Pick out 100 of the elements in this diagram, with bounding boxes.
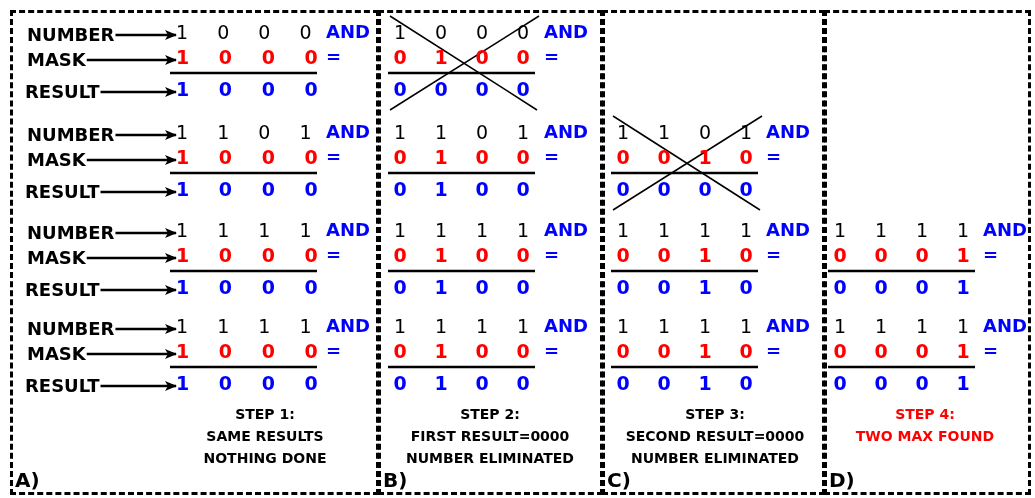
bit-digit: 1 bbox=[433, 218, 449, 242]
and-operator: AND bbox=[544, 20, 588, 44]
bit-digit: 1 bbox=[474, 314, 490, 338]
bit-digit: 1 bbox=[392, 314, 408, 338]
bit-digit: 0 bbox=[474, 339, 490, 363]
panel-letter: B) bbox=[383, 468, 408, 492]
bit-digit: 0 bbox=[914, 275, 930, 299]
step-description: FIRST RESULT=0000 NUMBER ELIMINATED bbox=[405, 427, 575, 468]
bit-digit: 1 bbox=[656, 120, 672, 144]
bit-digit: 0 bbox=[873, 275, 889, 299]
bit-digit: 1 bbox=[697, 314, 713, 338]
bit-digit: 1 bbox=[615, 314, 631, 338]
bit-digit: 1 bbox=[433, 314, 449, 338]
bit-digit: 1 bbox=[433, 243, 449, 267]
bit-digit: 1 bbox=[955, 339, 971, 363]
bit-digit: 0 bbox=[738, 339, 754, 363]
bit-digit: 0 bbox=[615, 275, 631, 299]
arrow bbox=[86, 349, 177, 359]
arrow bbox=[100, 187, 177, 197]
and-operator: AND bbox=[326, 120, 370, 144]
equals-sign: = bbox=[766, 243, 782, 267]
bit-row: 1 0 0 0 bbox=[176, 177, 318, 201]
equals-sign: = bbox=[544, 243, 560, 267]
bit-digit: 0 bbox=[474, 145, 490, 169]
bit-digit: 0 bbox=[392, 45, 408, 69]
bit-digit: 0 bbox=[914, 371, 930, 395]
bit-digit: 1 bbox=[738, 314, 754, 338]
bit-digit: 0 bbox=[392, 339, 408, 363]
bit-digit: 0 bbox=[738, 275, 754, 299]
arrow bbox=[100, 87, 177, 97]
step-panel bbox=[378, 10, 603, 495]
bit-digit: 1 bbox=[392, 120, 408, 144]
bit-digit: 1 bbox=[697, 218, 713, 242]
bit-digit: 1 bbox=[697, 243, 713, 267]
row-label: RESULT bbox=[25, 180, 100, 204]
bit-digit: 1 bbox=[914, 314, 930, 338]
row-label: MASK bbox=[27, 342, 86, 366]
bit-digit: 0 bbox=[656, 275, 672, 299]
and-operator: AND bbox=[983, 314, 1027, 338]
bit-row: 1 0 0 0 bbox=[176, 77, 318, 101]
step-heading: STEP 3: bbox=[685, 405, 745, 424]
bit-digit: 0 bbox=[474, 45, 490, 69]
step-description: SECOND RESULT=0000 NUMBER ELIMINATED bbox=[624, 427, 806, 468]
bit-digit: 0 bbox=[515, 45, 531, 69]
equals-sign: = bbox=[544, 145, 560, 169]
bit-digit: 0 bbox=[832, 371, 848, 395]
arrow bbox=[115, 30, 177, 40]
bit-row: 1 1 0 1 bbox=[176, 120, 312, 144]
bit-digit: 0 bbox=[873, 243, 889, 267]
bit-digit: 1 bbox=[615, 218, 631, 242]
arrow bbox=[86, 155, 177, 165]
step-panel bbox=[10, 10, 379, 495]
bit-digit: 1 bbox=[832, 314, 848, 338]
and-operator: AND bbox=[544, 314, 588, 338]
bit-row: 1 0 0 0 bbox=[176, 20, 312, 44]
bit-digit: 1 bbox=[955, 275, 971, 299]
bit-digit: 0 bbox=[615, 371, 631, 395]
bit-digit: 0 bbox=[392, 145, 408, 169]
step-heading: STEP 2: bbox=[460, 405, 520, 424]
bit-digit: 1 bbox=[697, 145, 713, 169]
bit-digit: 0 bbox=[738, 371, 754, 395]
bit-digit: 0 bbox=[474, 371, 490, 395]
bit-digit: 1 bbox=[697, 339, 713, 363]
bit-digit: 0 bbox=[474, 177, 490, 201]
bit-row: 1 0 0 0 bbox=[176, 145, 318, 169]
bit-digit: 1 bbox=[474, 218, 490, 242]
equals-sign: = bbox=[326, 45, 342, 69]
equals-sign: = bbox=[326, 243, 342, 267]
step-panel bbox=[602, 10, 825, 495]
arrow bbox=[115, 228, 177, 238]
arrow bbox=[86, 253, 177, 263]
row-label: NUMBER bbox=[27, 123, 115, 147]
bit-row: 1 0 0 0 bbox=[176, 275, 318, 299]
equals-sign: = bbox=[766, 145, 782, 169]
bit-digit: 0 bbox=[515, 371, 531, 395]
bit-digit: 1 bbox=[433, 371, 449, 395]
bit-digit: 1 bbox=[697, 275, 713, 299]
bit-digit: 0 bbox=[656, 177, 672, 201]
arrow bbox=[115, 324, 177, 334]
bit-digit: 0 bbox=[515, 177, 531, 201]
bit-digit: 0 bbox=[615, 243, 631, 267]
equals-sign: = bbox=[983, 243, 999, 267]
bit-digit: 1 bbox=[738, 120, 754, 144]
bit-digit: 1 bbox=[515, 314, 531, 338]
bit-digit: 0 bbox=[474, 275, 490, 299]
bit-digit: 0 bbox=[515, 243, 531, 267]
row-label: MASK bbox=[27, 148, 86, 172]
row-label: NUMBER bbox=[27, 221, 115, 245]
bit-digit: 0 bbox=[738, 145, 754, 169]
bit-digit: 1 bbox=[873, 314, 889, 338]
equals-sign: = bbox=[326, 339, 342, 363]
bit-digit: 0 bbox=[474, 77, 490, 101]
bit-digit: 0 bbox=[873, 371, 889, 395]
and-operator: AND bbox=[766, 218, 810, 242]
bit-digit: 1 bbox=[656, 218, 672, 242]
step-description: TWO MAX FOUND bbox=[855, 427, 995, 446]
bit-row: 1 1 1 1 bbox=[176, 218, 312, 242]
equals-sign: = bbox=[326, 145, 342, 169]
bit-row: 1 1 1 1 bbox=[176, 314, 312, 338]
bit-digit: 1 bbox=[955, 218, 971, 242]
